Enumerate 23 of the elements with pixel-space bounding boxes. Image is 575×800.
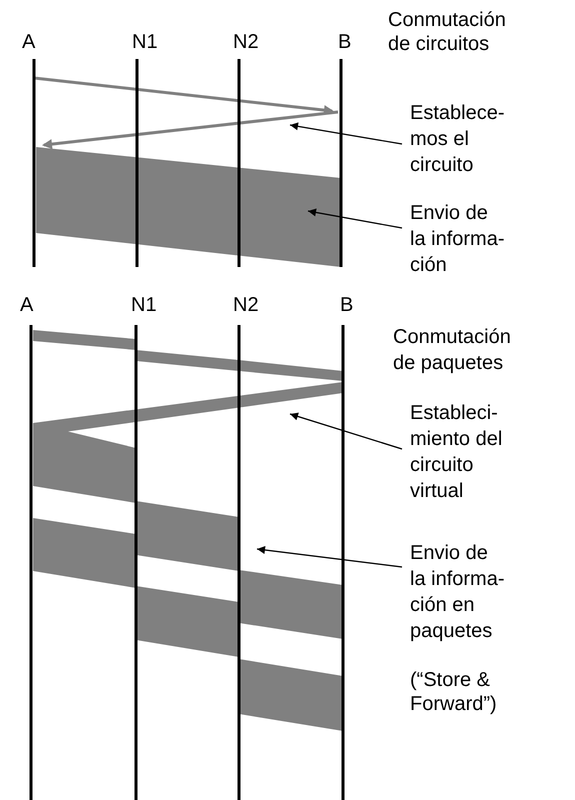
station-label: B xyxy=(338,30,352,54)
leader-line xyxy=(308,208,402,229)
station-label: N2 xyxy=(233,293,259,317)
annotation-text: Envio de la informa- ción en paquetes xyxy=(410,540,507,644)
signal-arrow xyxy=(42,110,338,150)
station-label: A xyxy=(20,293,34,317)
section-title: Conmutación de circuitos xyxy=(388,8,507,56)
data-band-drawing xyxy=(33,423,343,731)
annotation-text: Envio de la informa- ción xyxy=(410,200,507,278)
section-title: Conmutación de paquetes xyxy=(393,325,512,376)
station-label: N1 xyxy=(131,293,157,317)
section-title: (“Store & Forward”) xyxy=(410,668,498,716)
data-band xyxy=(36,147,341,267)
station-label: N2 xyxy=(233,30,259,54)
station-label: N1 xyxy=(132,30,158,54)
annotation-text: Estableci- miento del circuito virtual xyxy=(410,400,510,504)
station-label: A xyxy=(22,30,36,54)
leader-line xyxy=(290,122,402,145)
leader-line xyxy=(290,412,402,450)
annotation-text: Establece- mos el circuito xyxy=(410,100,510,178)
station-label: B xyxy=(340,293,354,317)
leader-line xyxy=(256,546,402,568)
data-band-drawing xyxy=(33,330,343,434)
